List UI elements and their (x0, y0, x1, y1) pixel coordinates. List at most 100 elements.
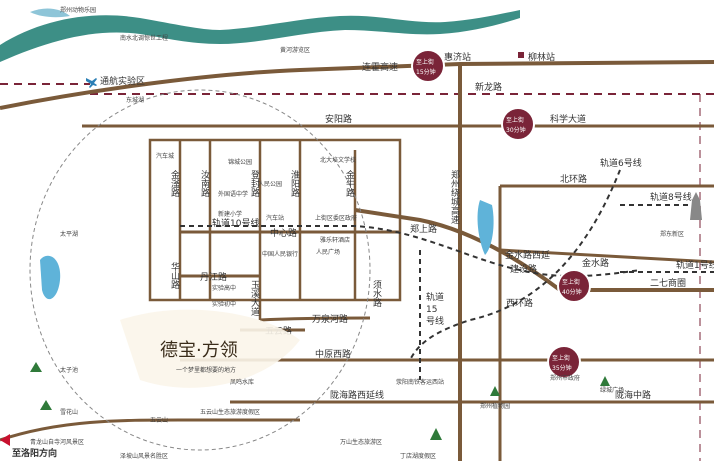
station-liulin: 柳林站 (528, 51, 555, 63)
place-guotai: 雅乐轩酒店 (320, 236, 350, 244)
vroad-2: 汝南路 (199, 169, 210, 198)
place-wuyun: 五云山 (150, 416, 168, 424)
rail15-label-b: 15 (426, 305, 437, 315)
place-qinghuashan: 青龙山自寺河风景区 (30, 438, 84, 446)
svg-text:15分钟: 15分钟 (416, 68, 436, 76)
svg-text:30分钟: 30分钟 (506, 126, 526, 134)
brand-name: 德宝·方领 (160, 340, 238, 361)
place-lvcheng: 绿城广场 (600, 386, 624, 394)
time-badge-4: 至上街 35分钟 (547, 345, 581, 379)
place-bei-gy: 北大培文学校 (320, 156, 356, 164)
rail6-label: 轨道6号线 (600, 157, 642, 169)
river-shape (0, 10, 520, 62)
rail-line6 (409, 169, 621, 361)
park-label: 郑州动物乐园 (60, 6, 96, 14)
place-dingshan: 丁店湖度假区 (400, 452, 436, 460)
canal-label: 南水北调惊世工程 (120, 34, 168, 42)
zhongxin-label: 中心路 (270, 227, 297, 239)
city-block-frame (148, 138, 402, 302)
tai-lake (40, 255, 61, 300)
jinshui-label: 金水路 (582, 257, 609, 269)
wanquanhe-road (259, 316, 371, 322)
time-badge-3: 至上街 40分钟 (557, 269, 591, 303)
anyang-label: 安阳路 (325, 113, 352, 125)
brand-sub: 一个梦里都想要的地方 (176, 366, 236, 374)
svg-text:至上街: 至上街 (506, 116, 524, 124)
longhaixi-label: 陇海路西延线 (330, 389, 384, 401)
luoyang-road (0, 418, 300, 442)
place-taizi: 太子池 (60, 366, 78, 374)
brand-sign: 德宝·方领 一个梦里都想要的地方 (120, 309, 300, 388)
place-peoples-sq: 人民广场 (316, 248, 340, 256)
rail-line10 (180, 225, 641, 278)
river-label: 黄河游览区 (280, 46, 310, 54)
erqi-label: 二七商圈 (650, 277, 686, 289)
zhongyuanxi-label: 中原西路 (315, 348, 351, 360)
vroad-7: 玉溪大道 (249, 280, 260, 317)
tree-icons (30, 362, 610, 440)
place-jinghe: 泽坡山风景名胜区 (120, 452, 168, 460)
place-jinshui-park: 锦城公园 (228, 158, 252, 166)
place-ecology: 五云山生态旅游度假区 (200, 408, 260, 416)
place-bank: 中国人民银行 (262, 250, 298, 258)
place-qiche: 汽车站 (266, 214, 284, 222)
zhengshang-road (354, 208, 714, 292)
place-zhengzhou-zoo: 郑州植物园 (480, 402, 510, 410)
place-shuiku: 凤鸣水库 (230, 378, 254, 386)
direction-label: 至洛阳方向 (12, 447, 57, 459)
time-badge-2: 至上街 30分钟 (501, 107, 535, 141)
lianhuo-highway (0, 60, 714, 110)
xihuan-label: 西环路 (506, 297, 533, 309)
rail15-label-c: 号线 (426, 315, 444, 327)
place-shiyan: 实验高中 (212, 284, 236, 292)
xinlong-label: 新龙路 (475, 81, 502, 93)
kexue-label: 科学大道 (550, 113, 586, 125)
jiansheng-label: 建设路 (510, 263, 537, 275)
place-changan: 汽车城 (156, 152, 174, 160)
place-zhengzhou-gov: 郑州市政府 (550, 374, 580, 382)
time-badge-1: 至上街 15分钟 (411, 49, 445, 83)
place-station: 荥阳南铁客运西站 (396, 378, 444, 386)
rail1-label: 轨道1号线 (676, 259, 714, 271)
place-mountain: 万山生态旅游区 (340, 438, 382, 446)
vroad-6: 华山路 (169, 261, 180, 290)
plane-icon (86, 78, 97, 88)
station-liulin-marker (518, 52, 524, 58)
place-xuelu: 雪花山 (60, 408, 78, 416)
place-anju: 上街区委区政府 (315, 214, 357, 222)
svg-text:40分钟: 40分钟 (562, 288, 582, 296)
beihuan-label: 北环路 (560, 173, 587, 185)
lianhuo-label: 连霍高速 (362, 61, 398, 73)
direction-arrow (0, 434, 10, 446)
rail15-label-a: 轨道 (426, 291, 444, 303)
svg-text:至上街: 至上街 (416, 58, 434, 66)
vroad-4: 淮阳路 (289, 170, 300, 198)
zhengshang-label: 郑上路 (410, 223, 437, 235)
svg-text:至上街: 至上街 (552, 354, 570, 362)
river-small-island (30, 8, 70, 18)
place-dongcheng: 东城湖 (126, 96, 144, 104)
place-shiyan2: 实验初中 (212, 300, 236, 308)
vroad-3: 登封路 (249, 170, 260, 198)
focus-oval (29, 89, 371, 451)
svg-text:至上街: 至上街 (562, 278, 580, 286)
jinshui-road (499, 248, 714, 264)
rail8-label: 轨道8号线 (650, 191, 692, 203)
vroad-8: 须水路 (371, 280, 382, 308)
svg-text:35分钟: 35分钟 (552, 364, 572, 372)
vroad-5: 金牛路 (344, 169, 355, 198)
place-waiguoyu: 外国语中学 (218, 190, 248, 198)
station-huitong: 惠济站 (444, 51, 471, 63)
longhaizhong-label: 陇海中路 (615, 389, 651, 401)
airport-label: 通航实验区 (100, 75, 145, 87)
vroad-9: 郑州绕城高速 (449, 169, 460, 225)
place-xinjian: 新建小学 (218, 210, 242, 218)
xishan-lake (477, 200, 494, 255)
danjiang-label: 丹江路 (200, 271, 227, 283)
place-peoples: 人民公园 (258, 181, 282, 188)
vroad-1: 金滏路 (169, 169, 180, 198)
place-taixi: 太平湖 (60, 230, 78, 238)
rail10-label: 轨道10号线 (212, 217, 259, 229)
jinshuilu-label: 金水路西延 (505, 249, 550, 261)
